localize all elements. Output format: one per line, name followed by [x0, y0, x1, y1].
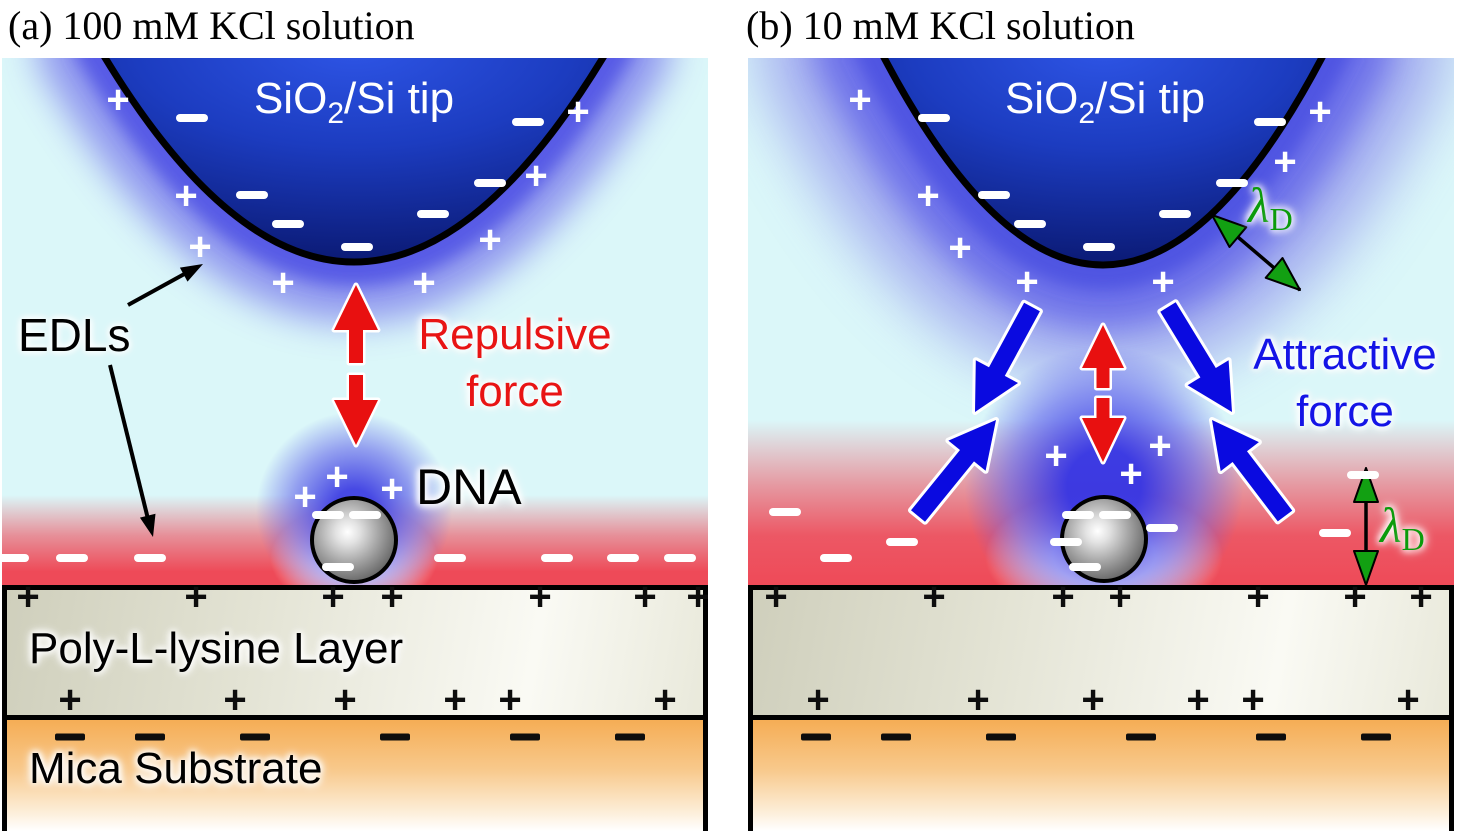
debye-length-label-surface: λD — [1380, 496, 1425, 558]
tip-label-subscript: 2 — [327, 97, 344, 130]
mica-substrate-label: Mica Substrate — [29, 744, 323, 793]
panel-a-arrows — [108, 264, 381, 537]
attractive-force-label: Attractive force — [1220, 326, 1454, 440]
debye-length-arrow-tip — [1210, 213, 1302, 292]
tip-label-prefix: SiO — [1004, 74, 1079, 123]
panel-b-arrows — [908, 213, 1379, 585]
panel-b-title: (b) 10 mM KCl solution — [746, 3, 1135, 48]
repulsive-force-arrow — [1079, 322, 1127, 465]
poly-l-lysine-layer: Poly-L-lysine Layer — [2, 585, 708, 720]
debye-length-arrow-surface — [1353, 467, 1379, 585]
mica-substrate-layer — [748, 720, 1454, 831]
attractive-force-arrows — [908, 299, 1296, 525]
edls-pointer-arrow-upper — [127, 264, 203, 307]
tip-label: SiO2/Si tip — [164, 74, 544, 131]
sio2-si-tip-shape — [101, 58, 607, 266]
attractive-force-line2: force — [1296, 387, 1394, 436]
poly-l-lysine-layer — [748, 585, 1454, 720]
repulsive-force-line1: Repulsive — [418, 310, 612, 359]
tip-label-suffix: /Si tip — [344, 74, 455, 123]
tip-label-suffix: /Si tip — [1095, 74, 1206, 123]
tip-label-prefix: SiO — [253, 74, 328, 123]
lambda-symbol: λ — [1380, 497, 1402, 553]
mica-substrate-layer: Mica Substrate — [2, 720, 708, 831]
panel-b-10mm: +++++++++++++++++++++++ SiO2/Si tip Attr… — [748, 58, 1454, 831]
afm-tip-with-edl-glow — [760, 58, 1446, 383]
repulsive-force-line2: force — [466, 367, 564, 416]
panel-a-title: (a) 100 mM KCl solution — [8, 3, 415, 48]
lambda-subscript: D — [1401, 521, 1425, 557]
panel-a-100mm: Poly-L-lysine Layer Mica Substrate +++++… — [2, 58, 708, 831]
attractive-force-line1: Attractive — [1253, 330, 1437, 379]
repulsive-force-arrow — [331, 282, 381, 448]
afm-tip-with-edl-glow — [38, 58, 670, 322]
tip-label-subscript: 2 — [1078, 97, 1095, 130]
edls-label: EDLs — [18, 309, 131, 361]
repulsive-force-label: Repulsive force — [390, 306, 640, 420]
debye-length-label-tip: λD — [1248, 176, 1293, 238]
dna-label: DNA — [416, 459, 522, 515]
edls-pointer-arrow-lower — [108, 364, 156, 537]
lambda-subscript: D — [1269, 201, 1293, 237]
poly-l-lysine-label: Poly-L-lysine Layer — [29, 624, 404, 673]
lambda-symbol: λ — [1248, 177, 1270, 233]
sio2-si-tip-shape — [880, 58, 1326, 269]
tip-label: SiO2/Si tip — [915, 74, 1295, 131]
